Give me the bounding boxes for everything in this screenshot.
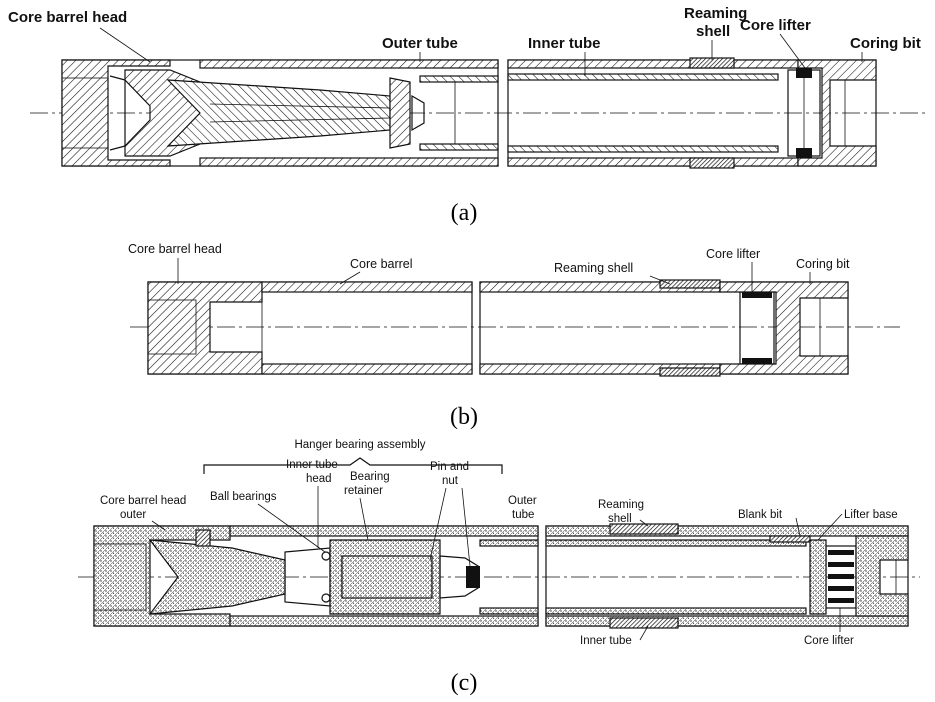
ball-bearing-block [195, 529, 211, 547]
blank-bit-end-c [855, 535, 909, 617]
diagram-c-body [78, 523, 920, 629]
outer-tube-c-bottom-left [229, 615, 539, 627]
label-outer-tube-a: Outer tube [382, 35, 458, 52]
outer-tube-wall-bottom-right [507, 157, 799, 167]
label-inner-tube-head-c-2: head [306, 473, 332, 485]
outer-tube-c-top-left [229, 525, 539, 537]
label-outer-tube-c-2: tube [512, 509, 534, 521]
label-pin-and-nut-c-2: nut [442, 475, 459, 487]
label-inner-tube-head-c-1: Inner tube [286, 459, 338, 471]
label-core-lifter-c: Core lifter [804, 635, 854, 647]
label-coring-bit-a: Coring bit [850, 35, 921, 52]
coring-bit [797, 59, 877, 167]
diagram-c: Hanger bearing assembly [78, 439, 920, 696]
head-threads-b [147, 299, 197, 355]
outer-tube-wall-top [199, 59, 499, 69]
label-inner-tube-a: Inner tube [528, 35, 601, 52]
hanger-brace [203, 457, 503, 474]
outer-tube-c-bottom-right [545, 615, 909, 627]
bearing-retainer-c [329, 539, 441, 615]
caption-b: (b) [450, 404, 478, 430]
core-lifter-b-bottom [742, 358, 772, 366]
label-reaming-shell-c-2: shell [608, 513, 632, 525]
head-inner-c [148, 539, 286, 615]
core-barrel-head-b [147, 281, 263, 375]
ball-bearing-bottom [321, 593, 331, 603]
core-lifter-bottom [796, 148, 812, 158]
label-hanger-bearing-assembly: Hanger bearing assembly [294, 439, 425, 451]
label-coring-bit-b: Coring bit [796, 257, 850, 271]
diagram-b: Core barrel head Core barrel Reaming she… [128, 242, 900, 430]
reaming-shell-c-top [609, 523, 679, 535]
label-core-barrel-b: Core barrel [350, 257, 413, 271]
head-threads-c [93, 543, 147, 611]
spindle-c [341, 555, 433, 599]
label-reaming-shell-c-1: Reaming [598, 499, 644, 511]
label-core-barrel-head-b: Core barrel head [128, 242, 222, 256]
label-lifter-base-c: Lifter base [844, 509, 898, 521]
pin-nut [411, 94, 425, 132]
bearing-block [389, 77, 411, 149]
lifter-base-c [809, 539, 827, 615]
label-core-barrel-head-a: Core barrel head [8, 9, 127, 26]
reaming-shell-c-bottom [609, 617, 679, 629]
label-core-barrel-head-outer-c-1: Core barrel head [100, 495, 186, 507]
label-bearing-retainer-c-2: retainer [344, 485, 383, 497]
diagram-a-body [30, 57, 925, 169]
core-barrel-wall-top-left [261, 281, 473, 293]
core-lifter-b [739, 291, 775, 365]
outer-tube-wall-top-right [507, 59, 799, 69]
core-lifter-b-top [742, 290, 772, 298]
caption-a: (a) [451, 200, 478, 226]
caption-c: (c) [451, 670, 478, 696]
head-threads [61, 75, 126, 151]
inner-tube-c-top-left [479, 539, 539, 547]
nut-c [466, 566, 480, 588]
inner-tube-c-top-right [545, 539, 807, 547]
label-reaming-a-2: shell [696, 23, 730, 40]
label-reaming-shell-b: Reaming shell [554, 261, 633, 275]
core-barrel-head [61, 59, 171, 167]
inner-tube-wall-bottom-right [507, 145, 779, 153]
label-pin-and-nut-c-1: Pin and [430, 461, 469, 473]
label-core-lifter-a: Core lifter [740, 17, 811, 34]
blank-bit-c [769, 535, 811, 543]
label-core-lifter-b: Core lifter [706, 247, 760, 261]
label-outer-tube-c-1: Outer [508, 495, 537, 507]
inner-tube-wall-top-right [507, 73, 779, 81]
label-reaming-a-1: Reaming [684, 5, 747, 22]
outer-tube-wall-bottom [199, 157, 499, 167]
label-blank-bit-c: Blank bit [738, 509, 783, 521]
diagram-b-body [130, 279, 900, 377]
inner-tube-wall-bottom-left [419, 143, 499, 151]
label-inner-tube-c: Inner tube [580, 635, 632, 647]
inner-tube-head [166, 79, 391, 147]
label-ball-bearings-c: Ball bearings [210, 491, 277, 503]
core-lifter-top [796, 68, 812, 78]
reaming-shell-b-bottom [659, 367, 721, 377]
inner-tube-wall-top-left [419, 75, 499, 83]
outer-tube-c-top-right [545, 525, 909, 537]
label-core-barrel-head-outer-c-2: outer [120, 509, 146, 521]
inner-tube-c-bottom-right [545, 607, 807, 615]
coring-bit-b [719, 281, 849, 375]
label-bearing-retainer-c-1: Bearing [350, 471, 390, 483]
inner-tube-c-bottom-left [479, 607, 539, 615]
diagram-a: Core barrel head Outer tube Inner tube R… [8, 5, 925, 226]
ball-bearing-top [321, 551, 331, 561]
core-lifter-slats [828, 550, 854, 603]
reaming-shell-bottom [689, 157, 735, 169]
core-barrel-wall-bottom-left [261, 363, 473, 375]
